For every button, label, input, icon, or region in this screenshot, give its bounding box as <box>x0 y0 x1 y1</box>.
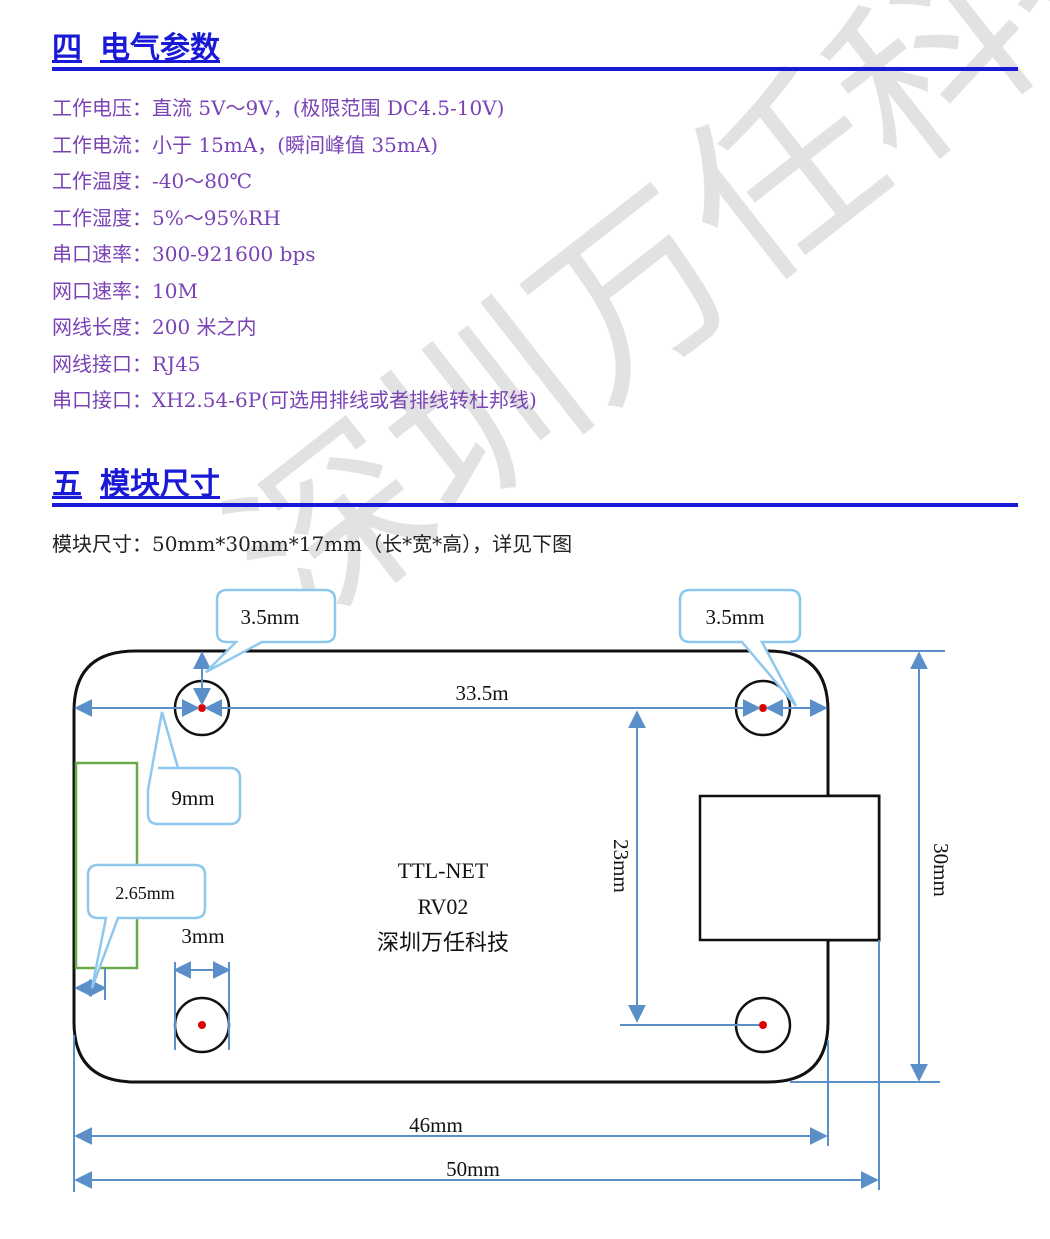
section-4-title: 电气参数 <box>100 31 220 66</box>
board-label-version: RV02 <box>418 894 469 919</box>
param-temperature: 工作温度：-40～80℃ <box>52 169 253 193</box>
section-4-heading: 四电气参数 <box>52 31 1018 71</box>
label-hole-diameter: 3mm <box>181 924 224 948</box>
section-5-number: 五 <box>52 467 82 502</box>
callout-top-right <box>678 588 802 707</box>
param-network-port: 网线接口：RJ45 <box>52 351 201 376</box>
rj45-jack <box>698 794 881 942</box>
callout-top-left-text: 3.5mm <box>241 605 300 629</box>
board-label-company: 深圳万任科技 <box>377 930 509 955</box>
callout-left-offset-text: 9mm <box>171 786 214 810</box>
label-hole-spacing-horizontal: 33.5m <box>455 681 508 705</box>
mounting-hole-bottom-left <box>173 996 231 1054</box>
callout-connector-offset <box>86 863 207 989</box>
param-current: 工作电流：小于 15mA，(瞬间峰值 35mA) <box>52 132 439 157</box>
param-network-rate: 网口速率：10M <box>52 278 198 303</box>
electrical-params-list: 工作电压：直流 5V～9V，(极限范围 DC4.5-10V) 工作电流：小于 1… <box>52 90 537 419</box>
board-label-model: TTL-NET <box>398 858 489 883</box>
callout-left-offset <box>146 711 242 826</box>
section-5-title: 模块尺寸 <box>100 467 220 502</box>
label-length-total: 50mm <box>446 1157 500 1181</box>
callout-connector-offset-text: 2.65mm <box>115 883 175 903</box>
label-width-total: 30mm <box>929 843 953 897</box>
section-4-number: 四 <box>52 31 82 66</box>
callout-top-right-text: 3.5mm <box>706 605 765 629</box>
label-length-board: 46mm <box>409 1113 463 1137</box>
param-humidity: 工作湿度：5%～95%RH <box>52 205 281 230</box>
param-cable-length: 网线长度：200 米之内 <box>52 315 257 339</box>
param-serial-port: 串口接口：XH2.54-6P(可选用排线或者排线转杜邦线) <box>52 388 537 412</box>
section-5-heading: 五模块尺寸 <box>52 467 1018 507</box>
callout-top-left <box>205 588 337 674</box>
param-serial-rate: 串口速率：300-921600 bps <box>52 242 316 266</box>
param-voltage: 工作电压：直流 5V～9V，(极限范围 DC4.5-10V) <box>52 96 505 120</box>
board-outline <box>72 649 881 1084</box>
label-hole-spacing-vertical: 23mm <box>609 839 633 893</box>
module-size-description: 模块尺寸：50mm*30mm*17mm（长*宽*高），详见下图 <box>52 532 573 556</box>
